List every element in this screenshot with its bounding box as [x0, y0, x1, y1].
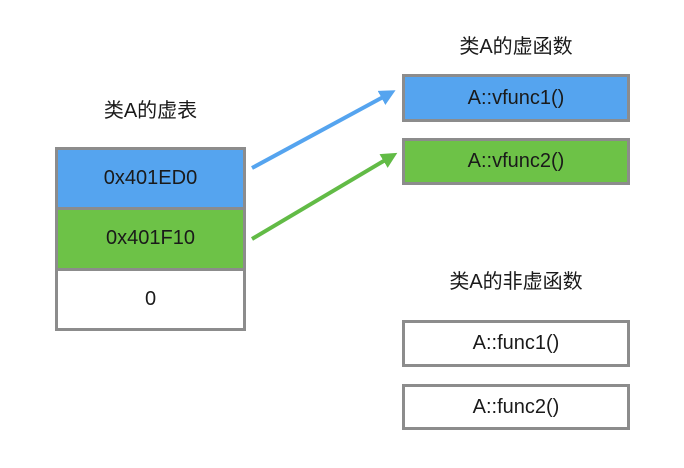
non-virtual-functions-title: 类A的非虚函数	[449, 271, 583, 293]
vfunc2-box: A::vfunc2()	[402, 138, 630, 185]
vtable-row-vfunc2-pointer: 0x401F10	[58, 207, 243, 268]
vtable-row-null: 0	[58, 267, 243, 328]
func2-box: A::func2()	[402, 384, 630, 430]
vtable: 0x401ED0 0x401F10 0	[55, 147, 246, 331]
virtual-functions-title: 类A的虚函数	[459, 36, 573, 58]
arrow-vtable-to-vfunc1	[251, 90, 396, 170]
func1-box: A::func1()	[402, 320, 630, 367]
arrow-vtable-to-vfunc2	[250, 152, 398, 241]
vtable-title: 类A的虚表	[103, 100, 198, 122]
vfunc1-box: A::vfunc1()	[402, 74, 630, 122]
vtable-row-vfunc1-pointer: 0x401ED0	[58, 150, 243, 208]
